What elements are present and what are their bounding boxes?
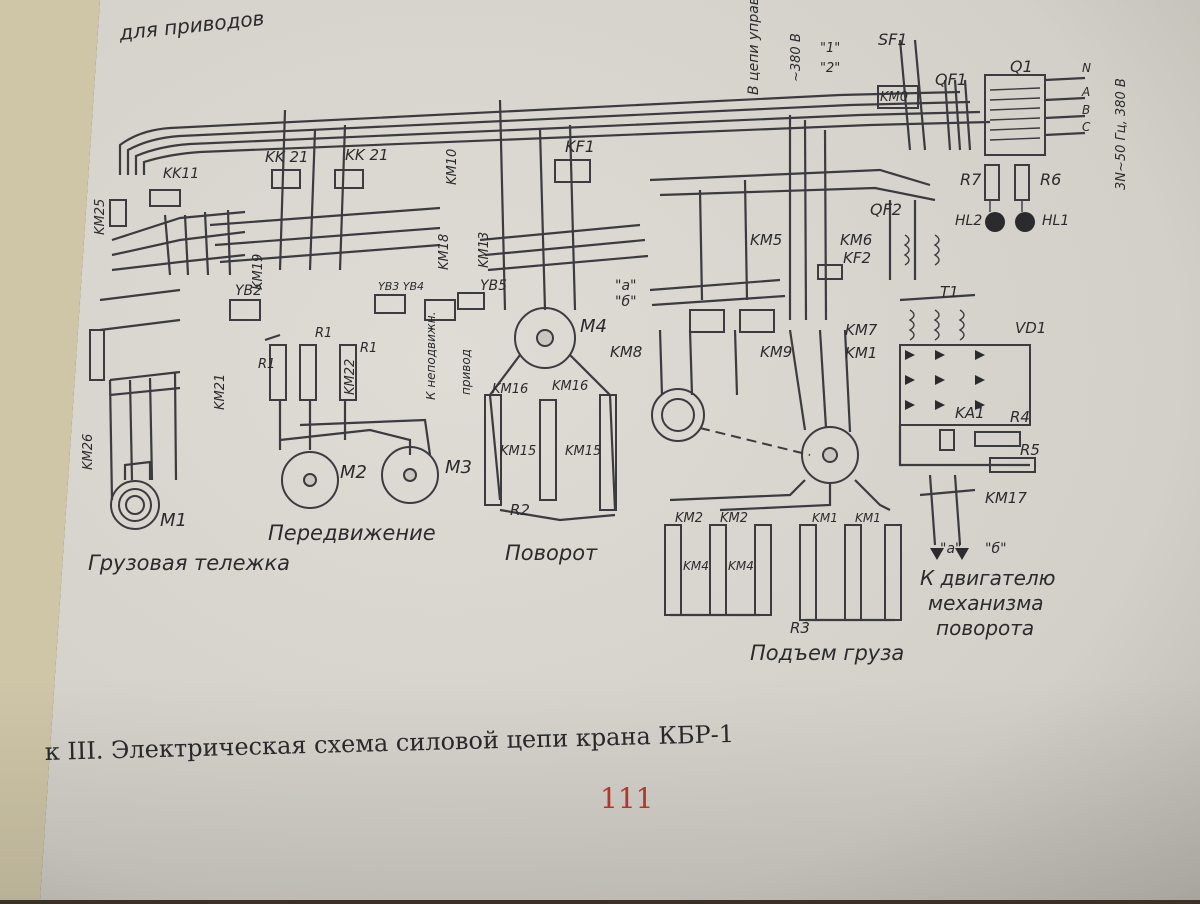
terminal-n: N: [1082, 61, 1091, 75]
label-r6: R6: [1040, 170, 1061, 189]
label-km4a: KM4: [683, 559, 709, 573]
label-qf1: QF1: [935, 70, 967, 89]
label-km4b: KM4: [728, 559, 754, 573]
label-km1a: KM1: [812, 511, 838, 525]
label-km16a: KM16: [492, 382, 528, 397]
label-km19: KM19: [251, 254, 266, 290]
note-to-neighbor: К неподвижн.: [424, 312, 438, 400]
note-to-control: В цепи управления: [746, 0, 762, 95]
power-input-group: [877, 39, 1086, 232]
label-m4: M4: [580, 316, 607, 337]
label-km9: KM9: [760, 343, 792, 361]
title-travel: Передвижение: [268, 521, 436, 545]
label-kk21a: KK 21: [265, 148, 309, 166]
paper: [40, 0, 1200, 900]
label-kk21b: KK 21: [345, 146, 389, 164]
label-km21: KM21: [213, 374, 228, 410]
slewing-circuit: [479, 99, 649, 522]
label-km1: KM1: [845, 344, 877, 362]
label-r2: R2: [510, 501, 530, 519]
section-titles: Грузовая тележка Передвижение Поворот По…: [88, 521, 1056, 665]
rotated-labels: KM25 KM26 KM21 KM19 KM18 KM13 KM10 KM22 …: [81, 0, 1129, 470]
terminal-c: C: [1082, 120, 1091, 134]
label-r5: R5: [1020, 441, 1040, 459]
title-to-motor-1: К двигателю: [920, 566, 1056, 590]
rectifier-circuit: [888, 200, 1036, 560]
label-kf2: KF2: [843, 249, 871, 267]
label-r4: R4: [1010, 408, 1030, 426]
travel-circuit: [209, 109, 485, 509]
label-r1c: R1: [360, 341, 377, 356]
trolley-circuit: [89, 189, 246, 530]
label-km18: KM18: [437, 234, 452, 270]
title-to-motor-3: поворота: [936, 616, 1034, 640]
note-supply: 3N~50 Гц, 380 В: [1114, 78, 1129, 190]
title-trolley: Грузовая тележка: [88, 551, 290, 575]
label-yb2: YB2: [235, 283, 262, 299]
label-vd1: VD1: [1015, 319, 1046, 337]
label-kf1: KF1: [565, 137, 595, 156]
label-m3: M3: [445, 457, 472, 478]
terminal-b1: "б": [615, 294, 637, 310]
label-km5: KM5: [750, 231, 782, 249]
label-ka1: KA1: [955, 404, 985, 422]
motor-m2: [281, 451, 339, 509]
label-km25: KM25: [93, 199, 108, 235]
label-km26: KM26: [81, 434, 96, 470]
label-km0: KM0: [880, 90, 908, 105]
terminal-b: B: [1082, 103, 1090, 117]
label-m2: M2: [340, 462, 367, 483]
terminal-q2: "2": [820, 61, 840, 76]
page-number: 111: [600, 782, 653, 815]
label-km8: KM8: [610, 343, 642, 361]
label-r1b: R1: [258, 357, 275, 372]
label-hl1: HL1: [1042, 213, 1069, 229]
note-v380: ~380 В: [789, 33, 804, 82]
label-r3: R3: [790, 619, 810, 637]
label-r1a: R1: [315, 326, 332, 341]
label-km2b: KM2: [720, 511, 748, 526]
component-labels: SF1 QF1 Q1 KM0 KF1 QF2 R7 R6 HL2 HL1 KK1…: [160, 30, 1091, 637]
facing-page-edge: [0, 0, 100, 900]
label-yb3: YB3 YB4: [378, 280, 424, 293]
note-drive: привод: [459, 349, 473, 395]
motor-m3: [381, 446, 439, 504]
label-kk11: KK11: [163, 166, 199, 182]
label-km15b: KM15: [565, 444, 601, 459]
label-km16b: KM16: [552, 379, 588, 394]
label-t1: T1: [940, 283, 959, 301]
terminal-b2: "б": [985, 541, 1007, 557]
label-km6: KM6: [840, 231, 872, 249]
terminal-a2: "а": [940, 541, 961, 557]
label-r7: R7: [960, 170, 982, 189]
label-km17: KM17: [985, 489, 1027, 507]
motor-m1: [110, 480, 160, 530]
label-km1b: KM1: [855, 511, 881, 525]
label-yb5: YB5: [480, 278, 507, 294]
label-km2a: KM2: [675, 511, 703, 526]
title-slewing: Поворот: [505, 541, 598, 565]
main-bus-lines: [118, 90, 991, 175]
label-km15a: KM15: [500, 444, 536, 459]
terminal-q1: "1": [820, 41, 840, 56]
label-q1: Q1: [1010, 57, 1033, 76]
terminal-a1: "а": [615, 278, 636, 294]
brake-disc: [651, 388, 705, 442]
label-sf1: SF1: [878, 30, 908, 49]
label-m1: M1: [160, 510, 187, 531]
label-qf2: QF2: [870, 200, 902, 219]
label-km7: KM7: [845, 321, 878, 339]
label-km22: KM22: [343, 359, 358, 395]
label-km13: KM13: [477, 232, 492, 268]
label-km10: KM10: [445, 149, 460, 185]
terminal-a: A: [1081, 85, 1090, 99]
title-to-motor-2: механизма: [928, 591, 1044, 615]
motor-m4: [514, 307, 576, 369]
q1-switch-box: [984, 74, 1046, 156]
hoist-circuit: [649, 115, 936, 622]
title-hoist: Подъем груза: [750, 641, 904, 665]
label-hl2: HL2: [955, 213, 982, 229]
